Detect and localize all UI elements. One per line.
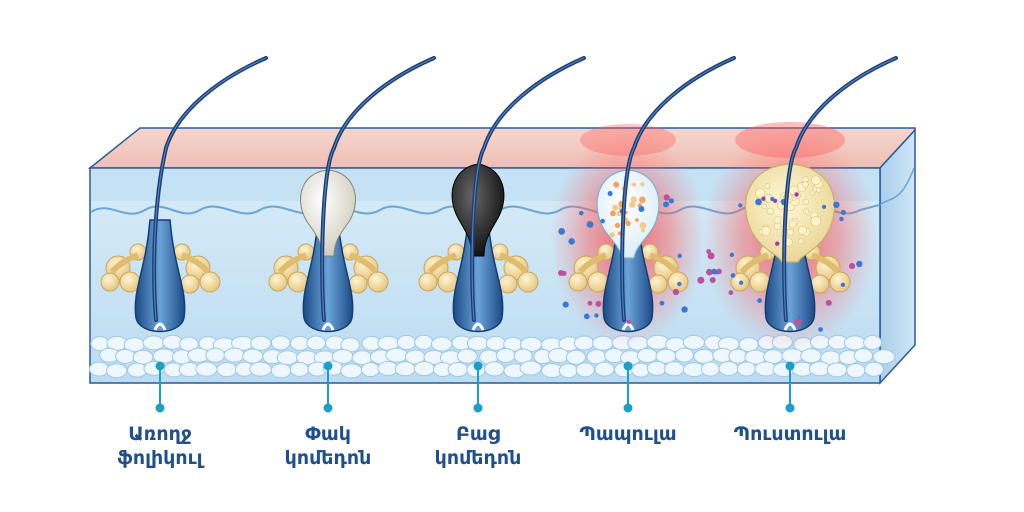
label-pointers xyxy=(155,361,795,413)
sebaceous-gland-papule xyxy=(568,243,689,294)
pointer-normal xyxy=(155,361,165,413)
follicle-pustule xyxy=(706,56,898,333)
hair-follicle-root xyxy=(134,219,186,333)
pointer-dot-bottom xyxy=(473,403,483,413)
hair-follicle-root xyxy=(302,219,354,333)
pointer-dot-bottom xyxy=(623,403,633,413)
fat-cell-layer xyxy=(88,334,896,379)
pointer-papule xyxy=(623,361,633,413)
stage-label-normal: Առողջ ֆոլիկուլ xyxy=(117,423,203,469)
follicle-normal xyxy=(100,56,268,333)
pointer-pustule xyxy=(785,361,795,413)
follicle-closed xyxy=(268,56,436,333)
sebaceous-gland-open xyxy=(418,243,539,294)
sebaceous-gland-closed xyxy=(268,243,389,294)
stage-label-open: Բաց կոմեդոն xyxy=(434,423,522,469)
whitehead-plug xyxy=(300,169,356,257)
pointer-closed xyxy=(323,361,333,413)
hair-follicle-root xyxy=(452,219,504,333)
follicle-papule xyxy=(558,56,736,333)
pointer-dot-bottom xyxy=(155,403,165,413)
pointer-dot-bottom xyxy=(323,403,333,413)
stage-label-papule: Պապուլա xyxy=(579,423,677,445)
stage-label-pustule: Պուստուլա xyxy=(733,423,847,445)
sebaceous-gland-pustule xyxy=(730,243,851,294)
skin-side-face xyxy=(879,128,916,385)
pointer-open xyxy=(473,361,483,413)
pointer-dot-bottom xyxy=(785,403,795,413)
hair-follicle-root xyxy=(602,219,654,333)
stage-label-closed: Փակ կոմեդոն xyxy=(284,423,372,469)
sebaceous-gland-normal xyxy=(100,243,221,294)
blackhead-plug xyxy=(451,163,505,257)
follicle-open xyxy=(418,56,586,333)
